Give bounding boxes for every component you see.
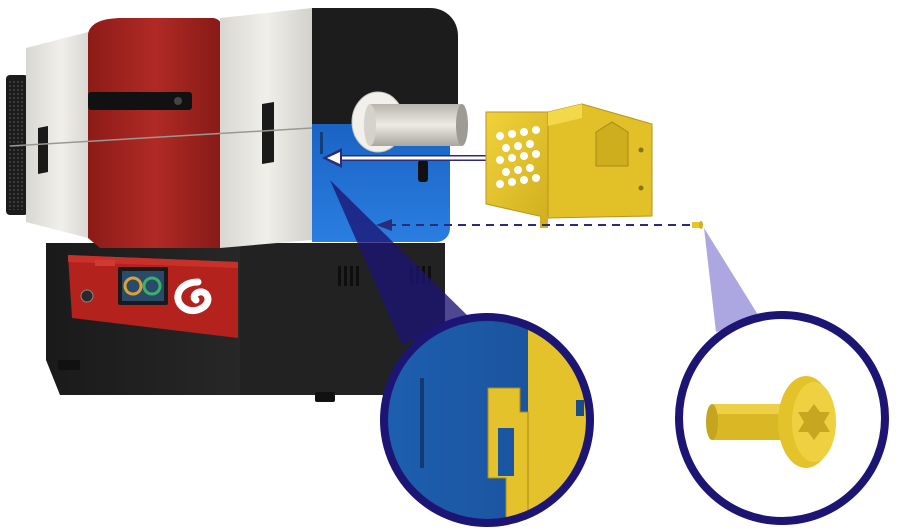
process-tube xyxy=(370,104,462,146)
brand-badge xyxy=(95,260,115,266)
detail-magnifier-left xyxy=(380,315,600,530)
hinge-handle-right xyxy=(262,102,274,164)
foot-left xyxy=(58,360,80,370)
power-button xyxy=(81,290,93,302)
tube-clamp xyxy=(418,160,428,182)
hinge-handle-left xyxy=(38,126,48,174)
red-lid xyxy=(88,18,222,248)
small-screw-icon xyxy=(692,222,700,228)
tube-furnace xyxy=(6,8,468,402)
detail-magnifier-right xyxy=(679,315,885,521)
heat-shield-cage xyxy=(486,104,652,228)
left-end-housing xyxy=(26,30,96,240)
foot-right xyxy=(315,392,335,402)
